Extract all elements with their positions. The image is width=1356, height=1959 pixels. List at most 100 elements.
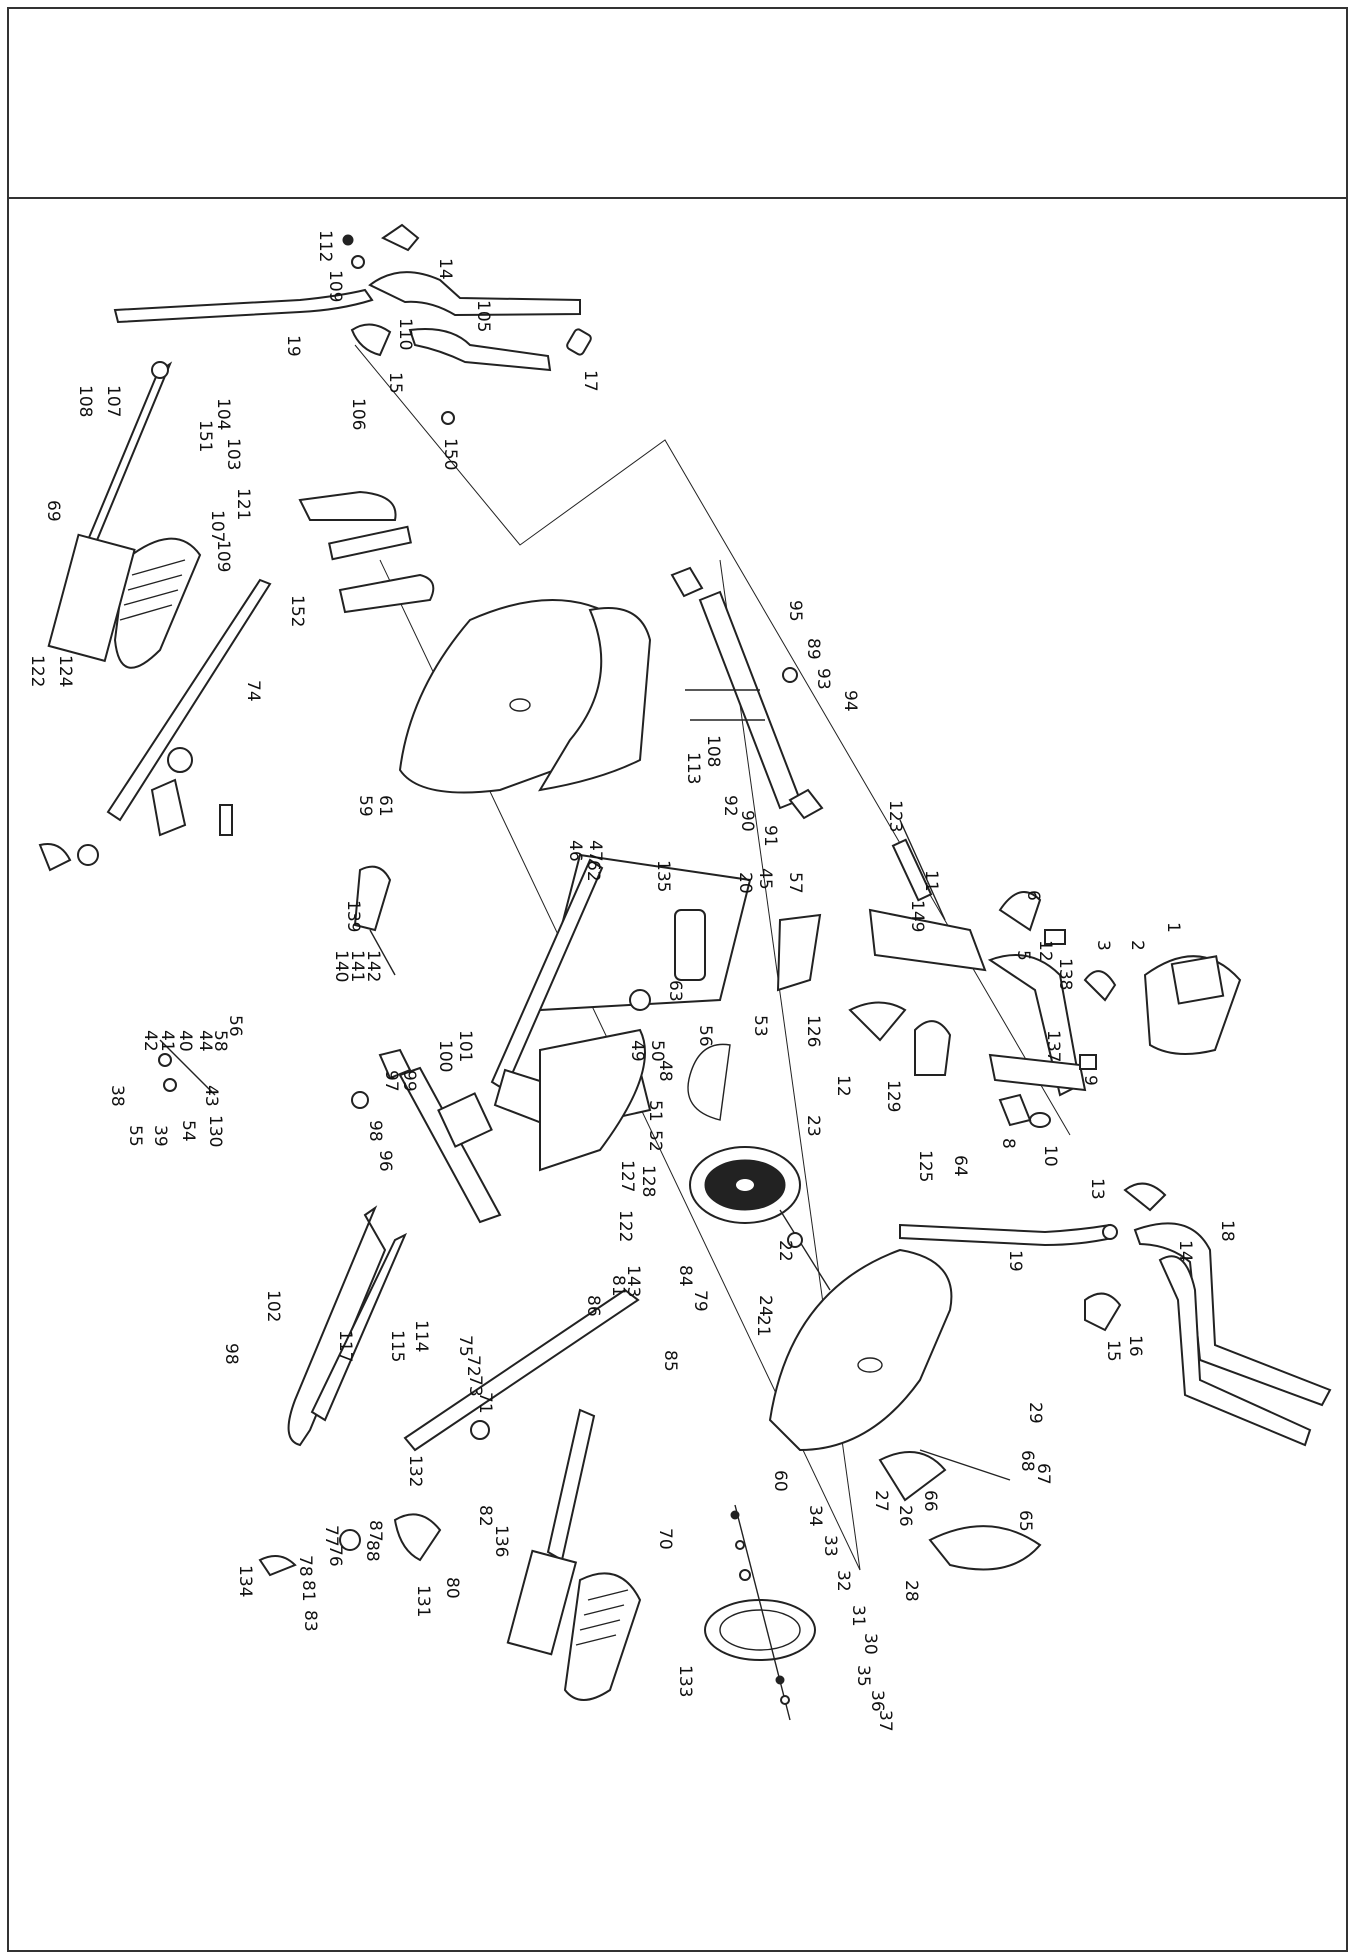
part-label-5: 5: [1013, 950, 1033, 961]
part-label-142: 142: [363, 950, 383, 982]
part-label-69: 69: [43, 500, 63, 522]
part-label-117: 117: [335, 1330, 355, 1362]
part-label-151: 151: [195, 420, 215, 452]
part-label-83: 83: [300, 1610, 320, 1632]
part-label-3: 3: [1093, 940, 1113, 951]
part-label-55: 55: [125, 1125, 145, 1147]
part-label-107: 107: [103, 385, 123, 417]
part-label-22: 22: [775, 1240, 795, 1262]
part-label-80: 80: [442, 1577, 462, 1599]
part-label-108: 108: [703, 735, 723, 767]
part-label-137: 137: [1043, 1030, 1063, 1062]
part-label-15: 15: [385, 372, 405, 394]
part-label-108: 108: [75, 385, 95, 417]
part-label-13: 13: [1087, 1178, 1107, 1200]
rear-stabilizer: [670, 566, 824, 820]
part-label-78: 78: [295, 1555, 315, 1577]
part-label-127: 127: [617, 1160, 637, 1192]
part-label-131: 131: [413, 1585, 433, 1617]
part-label-54: 54: [178, 1120, 198, 1142]
part-label-33: 33: [820, 1535, 840, 1557]
part-label-130: 130: [205, 1115, 225, 1147]
part-label-20: 20: [735, 872, 755, 894]
part-label-68: 68: [1017, 1450, 1037, 1472]
console-front: [848, 819, 1242, 1128]
part-label-91: 91: [760, 825, 780, 847]
crank-cover: [298, 490, 652, 794]
part-label-98: 98: [365, 1120, 385, 1142]
part-label-129: 129: [883, 1080, 903, 1112]
part-label-65: 65: [1015, 1510, 1035, 1532]
part-label-66: 66: [920, 1490, 940, 1512]
part-label-49: 49: [627, 1040, 647, 1062]
guide-line: [354, 344, 1071, 1136]
part-label-128: 128: [638, 1165, 658, 1197]
flywheel-assembly: [687, 1043, 831, 1291]
part-label-109: 109: [213, 540, 233, 572]
part-label-107: 107: [207, 510, 227, 542]
part-label-143: 143: [623, 1265, 643, 1297]
part-label-87: 87: [365, 1520, 385, 1542]
part-label-94: 94: [840, 690, 860, 712]
part-label-56: 56: [225, 1015, 245, 1037]
part-label-132: 132: [405, 1455, 425, 1487]
part-label-97: 97: [381, 1070, 401, 1092]
part-label-52: 52: [645, 1130, 665, 1152]
part-label-88: 88: [362, 1540, 382, 1562]
part-label-133: 133: [675, 1665, 695, 1697]
part-label-101: 101: [455, 1030, 475, 1062]
part-label-73: 73: [465, 1375, 485, 1397]
side-cover: [768, 1248, 953, 1452]
part-label-109: 109: [325, 270, 345, 302]
part-label-27: 27: [871, 1490, 891, 1512]
part-label-100: 100: [435, 1040, 455, 1072]
part-label-67: 67: [1033, 1463, 1053, 1485]
part-label-81: 81: [298, 1580, 318, 1602]
part-label-14: 14: [435, 258, 455, 280]
part-label-115: 115: [387, 1330, 407, 1362]
part-label-18: 18: [1217, 1220, 1237, 1242]
upper-handlebar-left: [113, 223, 592, 425]
part-label-53: 53: [750, 1015, 770, 1037]
part-label-26: 26: [895, 1505, 915, 1527]
part-label-30: 30: [860, 1633, 880, 1655]
part-label-92: 92: [720, 795, 740, 817]
part-label-21: 21: [753, 1315, 773, 1337]
part-label-90: 90: [737, 810, 757, 832]
part-label-44: 44: [195, 1030, 215, 1052]
part-label-122: 122: [27, 655, 47, 687]
part-label-114: 114: [411, 1320, 431, 1352]
tension-knob-parts: [158, 865, 396, 1096]
part-label-126: 126: [803, 1015, 823, 1047]
part-label-45: 45: [755, 868, 775, 890]
part-label-70: 70: [655, 1528, 675, 1550]
part-label-98: 98: [221, 1343, 241, 1365]
part-label-63: 63: [665, 980, 685, 1002]
part-label-31: 31: [848, 1605, 868, 1627]
part-label-105: 105: [473, 300, 493, 332]
part-label-28: 28: [901, 1580, 921, 1602]
part-label-96: 96: [375, 1150, 395, 1172]
part-label-8: 8: [998, 1138, 1018, 1149]
part-label-136: 136: [491, 1525, 511, 1557]
part-label-6: 6: [1023, 890, 1043, 901]
part-label-124: 124: [55, 655, 75, 687]
part-label-23: 23: [803, 1115, 823, 1137]
part-label-138: 138: [1055, 958, 1075, 990]
part-label-35: 35: [853, 1665, 873, 1687]
part-label-58: 58: [210, 1030, 230, 1052]
part-label-134: 134: [235, 1565, 255, 1597]
lower-pedal-arm: [258, 1288, 642, 1701]
title-block: [9, 9, 1346, 199]
part-label-106: 106: [348, 398, 368, 430]
part-label-152: 152: [287, 595, 307, 627]
part-label-41: 41: [157, 1030, 177, 1052]
part-label-14: 14: [1175, 1240, 1195, 1262]
part-label-110: 110: [395, 318, 415, 350]
part-label-141: 141: [347, 950, 367, 982]
part-label-50: 50: [647, 1040, 667, 1062]
part-label-17: 17: [580, 370, 600, 392]
part-label-86: 86: [583, 1295, 603, 1317]
